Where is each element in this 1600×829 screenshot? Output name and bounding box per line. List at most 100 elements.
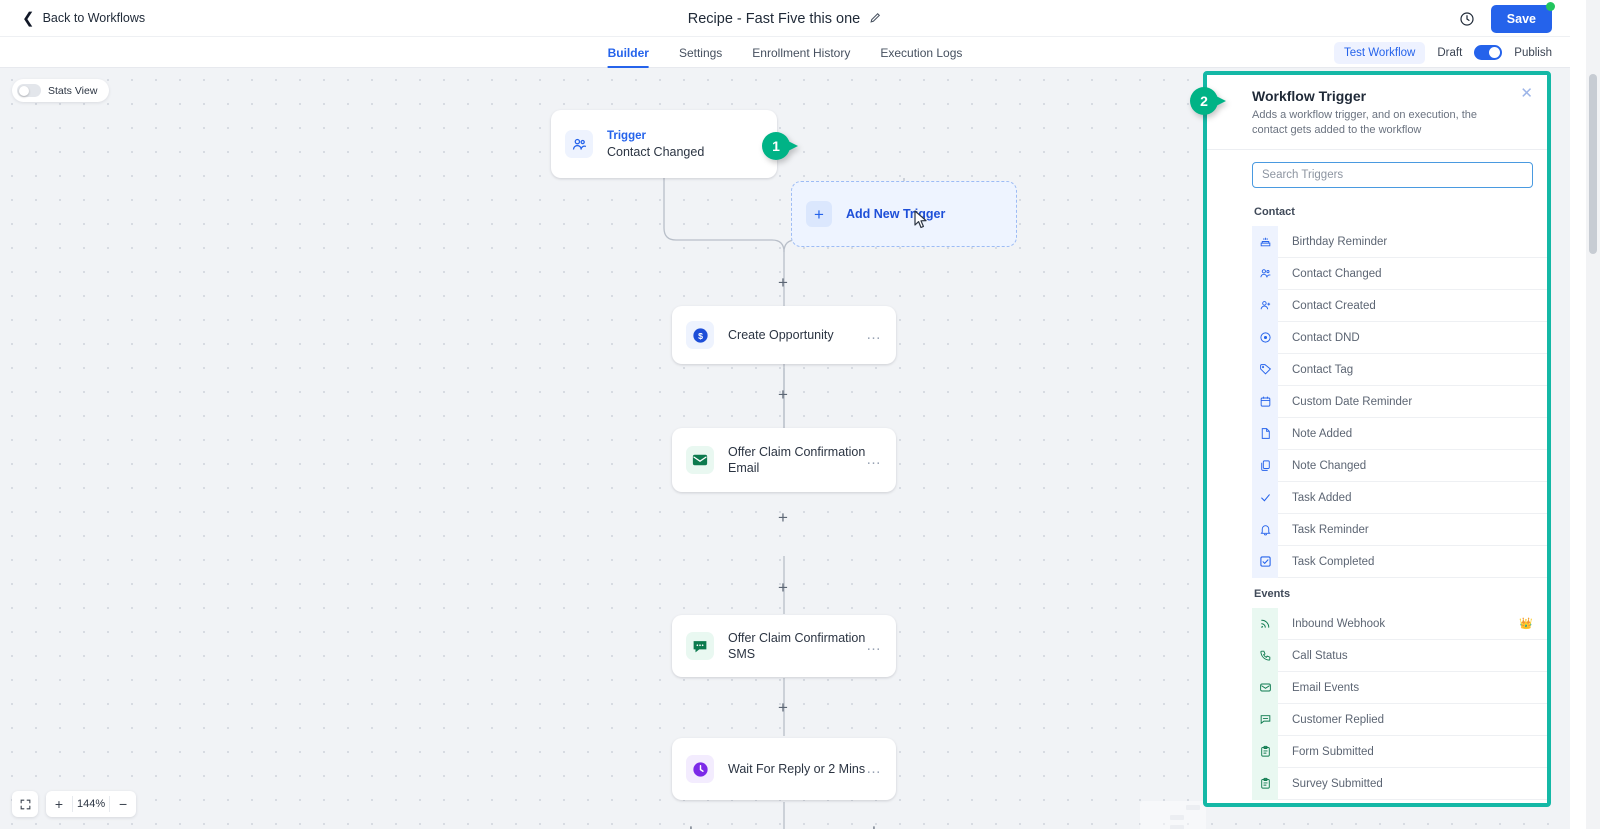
add-step-button-4[interactable]: +: [778, 578, 788, 597]
node-create-opportunity-label: Create Opportunity: [728, 328, 834, 342]
note-copy-icon: [1252, 449, 1278, 482]
trigger-item-survey-submitted[interactable]: Survey Submitted: [1252, 767, 1547, 800]
tag-icon: [1252, 353, 1278, 386]
trigger-label: Email Events: [1292, 681, 1360, 694]
toggle-knob: [1489, 47, 1501, 58]
tab-builder[interactable]: Builder: [607, 37, 650, 68]
trigger-item-call-status[interactable]: Call Status: [1252, 639, 1547, 672]
trigger-label: Contact Tag: [1292, 363, 1354, 376]
tab-execution-logs[interactable]: Execution Logs: [880, 37, 962, 68]
fit-screen-button[interactable]: [12, 791, 38, 817]
stats-view-toggle[interactable]: Stats View: [12, 79, 110, 102]
clipboard-icon: [1252, 767, 1278, 800]
trigger-item-note-changed[interactable]: Note Changed: [1252, 449, 1547, 482]
page-scrollbar-thumb[interactable]: [1589, 74, 1597, 254]
trigger-item-contact-changed[interactable]: Contact Changed: [1252, 257, 1547, 290]
group-label-contact: Contact: [1254, 206, 1295, 218]
close-icon[interactable]: ✕: [1520, 85, 1533, 102]
tab-bar: Builder Settings Enrollment History Exec…: [0, 37, 1570, 68]
marker-number: 2: [1190, 87, 1218, 115]
trigger-item-contact-tag[interactable]: Contact Tag: [1252, 353, 1547, 386]
trigger-item-inbound-webhook[interactable]: Inbound Webhook 👑: [1252, 607, 1547, 640]
add-branch-button-right[interactable]: +: [869, 822, 879, 829]
node-menu-icon[interactable]: …: [866, 451, 882, 468]
add-step-button-1[interactable]: +: [778, 273, 788, 292]
search-triggers-wrap: [1207, 150, 1547, 196]
chevron-left-icon: ❮: [22, 9, 35, 27]
trigger-item-note-added[interactable]: Note Added: [1252, 417, 1547, 450]
top-header: ❮ Back to Workflows Recipe - Fast Five t…: [0, 0, 1570, 37]
contacts-icon: [1252, 257, 1278, 290]
trigger-item-birthday-reminder[interactable]: Birthday Reminder: [1252, 225, 1547, 258]
clock-icon: [686, 755, 714, 783]
trigger-item-task-reminder[interactable]: Task Reminder: [1252, 513, 1547, 546]
node-wait-for-reply-label: Wait For Reply or 2 Mins: [728, 762, 866, 776]
test-workflow-button[interactable]: Test Workflow: [1334, 41, 1426, 64]
node-menu-icon[interactable]: …: [866, 326, 882, 343]
trigger-item-form-submitted[interactable]: Form Submitted: [1252, 735, 1547, 768]
tab-execution-logs-label: Execution Logs: [880, 45, 963, 60]
node-menu-icon[interactable]: …: [866, 760, 882, 777]
workflow-trigger-panel: Workflow Trigger Adds a workflow trigger…: [1207, 75, 1547, 803]
publish-toggle[interactable]: [1474, 45, 1503, 60]
tab-settings[interactable]: Settings: [679, 37, 722, 68]
marker-number: 1: [762, 132, 790, 160]
sms-bubble-icon: [686, 632, 714, 660]
add-branch-button-left[interactable]: +: [686, 822, 696, 829]
trigger-item-email-events[interactable]: Email Events: [1252, 671, 1547, 704]
divider: [72, 796, 73, 812]
search-triggers-input[interactable]: [1252, 162, 1533, 188]
rss-icon: [1252, 607, 1278, 640]
add-step-button-5[interactable]: +: [778, 698, 788, 717]
envelope-icon: [1252, 671, 1278, 704]
unsaved-changes-dot: [1546, 1, 1555, 11]
trigger-item-contact-dnd[interactable]: Contact DND: [1252, 321, 1547, 354]
trigger-item-task-completed[interactable]: Task Completed: [1252, 545, 1547, 578]
switch-knob: [18, 85, 29, 96]
save-button[interactable]: Save: [1490, 1, 1555, 33]
add-step-button-2[interactable]: +: [778, 385, 788, 404]
trigger-item-customer-replied[interactable]: Customer Replied: [1252, 703, 1547, 736]
trigger-item-contact-created[interactable]: Contact Created: [1252, 289, 1547, 322]
trigger-label: Customer Replied: [1292, 713, 1385, 726]
tab-list: Builder Settings Enrollment History Exec…: [607, 37, 962, 68]
test-workflow-label: Test Workflow: [1344, 46, 1416, 59]
back-to-workflows-link[interactable]: ❮ Back to Workflows: [22, 11, 145, 26]
add-new-trigger-button[interactable]: + Add New Trigger: [791, 181, 1017, 247]
tab-enrollment-history-label: Enrollment History: [752, 45, 851, 60]
pencil-icon[interactable]: [869, 11, 882, 27]
add-step-button-3[interactable]: +: [778, 508, 788, 527]
node-wait-for-reply[interactable]: Wait For Reply or 2 Mins …: [672, 738, 896, 800]
check-icon: [1252, 481, 1278, 514]
trigger-label: Call Status: [1292, 649, 1348, 662]
stats-view-label: Stats View: [48, 84, 98, 97]
tab-enrollment-history[interactable]: Enrollment History: [752, 37, 850, 68]
node-menu-icon[interactable]: …: [866, 637, 882, 654]
divider: [109, 796, 111, 812]
node-offer-claim-email[interactable]: Offer Claim Confirmation Email …: [672, 428, 896, 492]
node-trigger-contact-changed[interactable]: Trigger Contact Changed: [551, 110, 777, 178]
tab-builder-label: Builder: [607, 45, 649, 60]
workflow-title-group: Recipe - Fast Five this one: [0, 0, 1570, 37]
node-create-opportunity[interactable]: $ Create Opportunity …: [672, 306, 896, 364]
clipboard-icon: [1252, 735, 1278, 768]
group-label-events: Events: [1254, 588, 1291, 600]
clock-history-icon[interactable]: [1459, 11, 1475, 27]
node-offer-claim-sms[interactable]: Offer Claim Confirmation SMS …: [672, 615, 896, 677]
node-trigger-kicker: Trigger: [607, 129, 646, 142]
fit-screen-icon: [12, 791, 38, 817]
trigger-label: Task Added: [1292, 491, 1352, 504]
node-trigger-text: Trigger Contact Changed: [607, 129, 763, 160]
stats-view-switch[interactable]: [17, 84, 41, 97]
trigger-label: Survey Submitted: [1292, 777, 1383, 790]
trigger-item-task-added[interactable]: Task Added: [1252, 481, 1547, 514]
phone-icon: [1252, 639, 1278, 672]
header-actions: Save: [1459, 0, 1555, 37]
trigger-item-custom-date-reminder[interactable]: Custom Date Reminder: [1252, 385, 1547, 418]
trigger-list[interactable]: Contact Birthday Reminder Contact Change…: [1207, 196, 1547, 803]
step-marker-2: 2: [1190, 87, 1228, 115]
envelope-icon: [686, 446, 714, 474]
trigger-label: Custom Date Reminder: [1292, 395, 1413, 408]
zoom-out-button[interactable]: −: [119, 796, 128, 812]
zoom-in-button[interactable]: +: [54, 796, 64, 812]
